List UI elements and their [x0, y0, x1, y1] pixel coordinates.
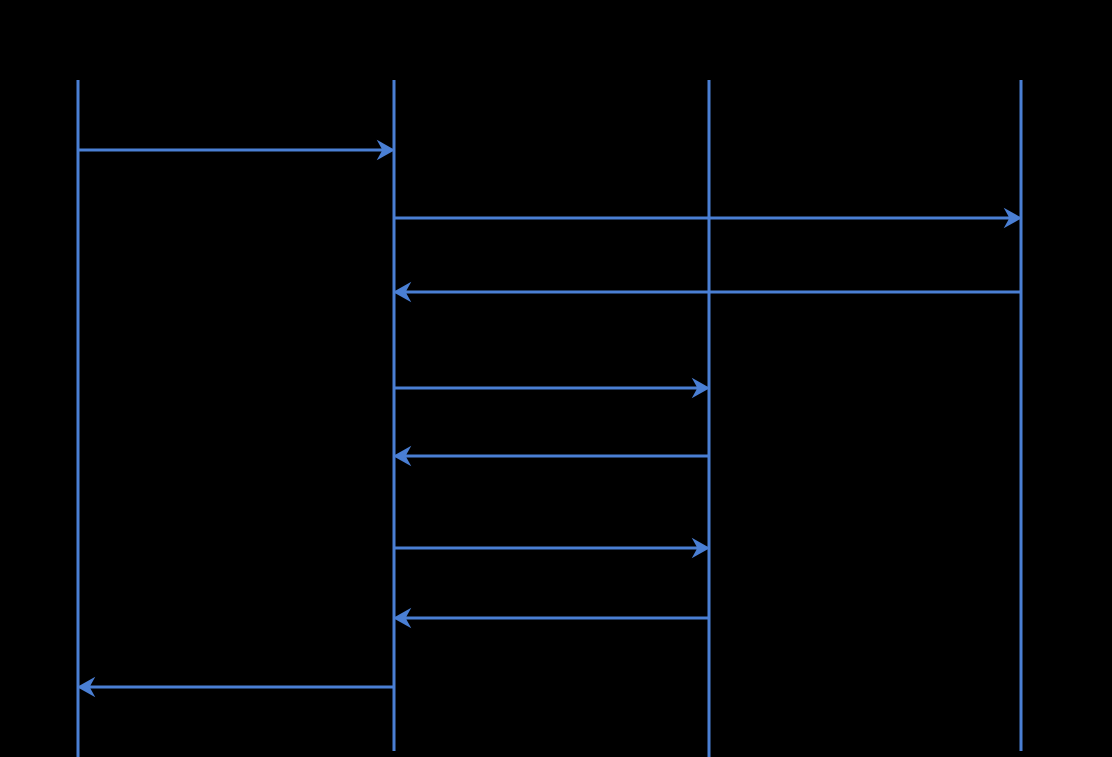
- arrowhead-7: [392, 607, 412, 629]
- message-7: [392, 607, 709, 629]
- message-6: [394, 537, 711, 559]
- message-2: [394, 207, 1023, 229]
- arrowhead-4: [691, 377, 711, 399]
- arrowhead-5: [392, 445, 412, 467]
- messages-group: [76, 139, 1023, 698]
- message-4: [394, 377, 711, 399]
- arrowhead-2: [1003, 207, 1023, 229]
- message-8: [76, 676, 394, 698]
- arrowhead-6: [691, 537, 711, 559]
- arrowhead-1: [376, 139, 396, 161]
- arrowhead-3: [392, 281, 412, 303]
- message-5: [392, 445, 709, 467]
- message-3: [392, 281, 1021, 303]
- lifelines-group: [76, 80, 1023, 757]
- arrowhead-8: [76, 676, 96, 698]
- message-1: [78, 139, 396, 161]
